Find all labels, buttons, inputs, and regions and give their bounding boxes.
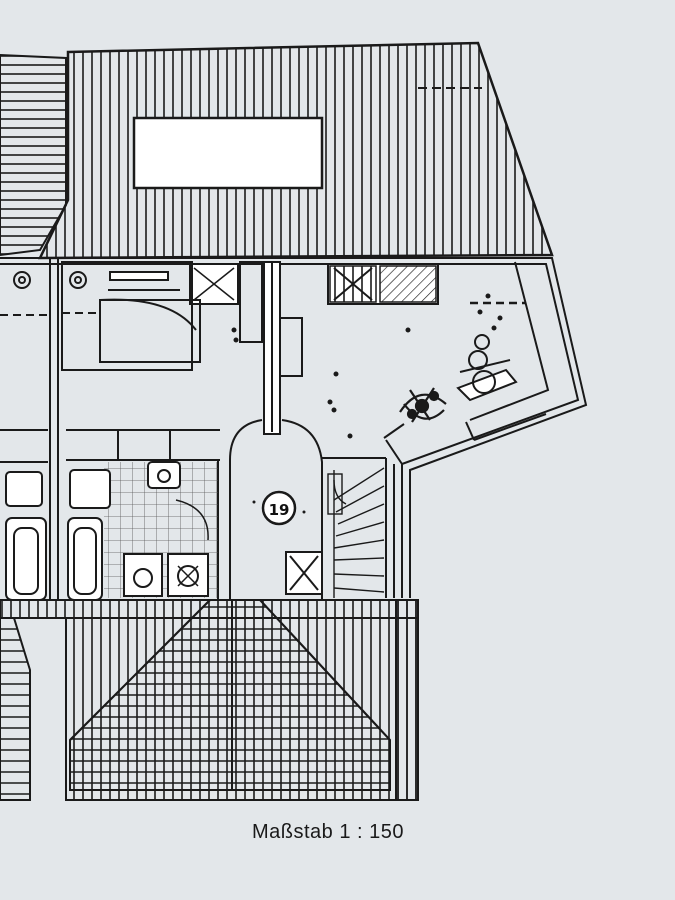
sink-icon (147, 461, 181, 489)
skylight-icon (132, 116, 324, 190)
kitchen (0, 263, 525, 316)
living-area (231, 293, 547, 441)
bedroom (13, 261, 201, 371)
floor-plan-walls (0, 257, 588, 600)
unit-number: 19 (268, 501, 290, 519)
upper-roof (0, 41, 554, 260)
bathroom (5, 461, 218, 601)
stairs-icon (327, 467, 385, 598)
lower-roof (0, 599, 419, 801)
plant-icon (399, 387, 447, 423)
bathtub-icon (5, 517, 47, 601)
chimney-icon (379, 265, 437, 303)
unit-number-badge (261, 490, 297, 526)
shaft-icon (285, 551, 323, 595)
toilet-icon (133, 568, 153, 588)
scale-label: Maßstab 1 : 150 (252, 821, 405, 843)
